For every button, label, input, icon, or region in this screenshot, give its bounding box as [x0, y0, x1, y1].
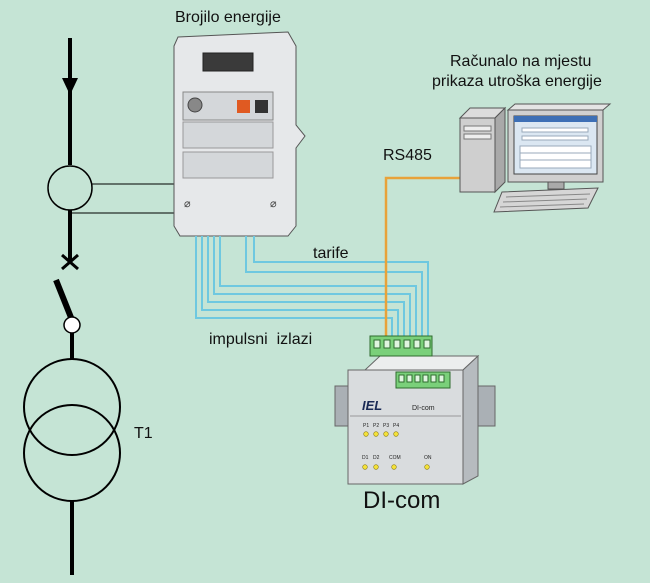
led-p4	[393, 431, 399, 437]
meter-panel-lower	[182, 151, 274, 179]
transformer-label: T1	[134, 425, 153, 442]
led-d2	[373, 464, 379, 470]
terminal-block-lower	[395, 371, 451, 389]
meter-reset-knob-icon	[187, 97, 203, 113]
terminal-block-upper	[369, 335, 433, 357]
meter-black-button	[255, 100, 268, 113]
input-label-p2: P2	[373, 423, 379, 429]
pulse-output-wires	[195, 236, 417, 340]
device-brand-logo: IEL	[362, 398, 382, 413]
current-transformer	[47, 165, 93, 211]
computer-title-line1: Računalo na mjestu	[450, 53, 591, 70]
device-model-label: DI-com	[412, 405, 435, 412]
tariff-label-d1: D1	[362, 455, 369, 461]
com-label: COM	[389, 455, 401, 461]
computer	[458, 103, 612, 213]
energy-meter: ⌀ ⌀	[173, 31, 306, 237]
switch-pivot	[63, 316, 81, 334]
pc-tower-icon	[458, 106, 507, 194]
switch-blade	[53, 278, 75, 322]
on-label: ON	[424, 455, 432, 461]
di-com-device: IEL DI-com P1 P2 P3 P4 D1 D2 COM ON	[334, 335, 496, 485]
device-caption: DI-com	[363, 487, 440, 514]
led-p3	[383, 431, 389, 437]
keyboard-icon	[493, 187, 599, 213]
pulse-outputs-label: impulsni izlazi	[209, 331, 312, 348]
rs485-label: RS485	[383, 147, 432, 164]
power-flow-arrow	[62, 78, 78, 95]
meter-red-button	[237, 100, 250, 113]
tariff-wires	[245, 236, 429, 340]
led-on	[424, 464, 430, 470]
input-led-group: P1 P2 P3 P4	[363, 423, 399, 429]
meter-seal-left-icon: ⌀	[184, 197, 191, 210]
computer-title-line2: prikaza utroška energije	[432, 73, 602, 90]
breaker-cross-icon	[61, 253, 79, 271]
input-label-p1: P1	[363, 423, 369, 429]
input-label-p3: P3	[383, 423, 389, 429]
tariff-label-d2: D2	[373, 455, 380, 461]
meter-display	[202, 52, 254, 72]
led-com	[391, 464, 397, 470]
led-p2	[373, 431, 379, 437]
transformer-primary-coil	[23, 358, 121, 456]
input-label-p4: P4	[393, 423, 399, 429]
tariff-label: tarife	[313, 245, 349, 262]
transformer-secondary-coil	[23, 404, 121, 502]
monitor-icon	[506, 103, 612, 190]
meter-panel-upper	[182, 121, 274, 149]
meter-title: Brojilo energije	[175, 9, 281, 26]
led-d1	[362, 464, 368, 470]
rs485-cable	[384, 176, 460, 340]
single-line-diagram	[23, 38, 178, 575]
meter-seal-right-icon: ⌀	[270, 197, 277, 210]
led-p1	[363, 431, 369, 437]
